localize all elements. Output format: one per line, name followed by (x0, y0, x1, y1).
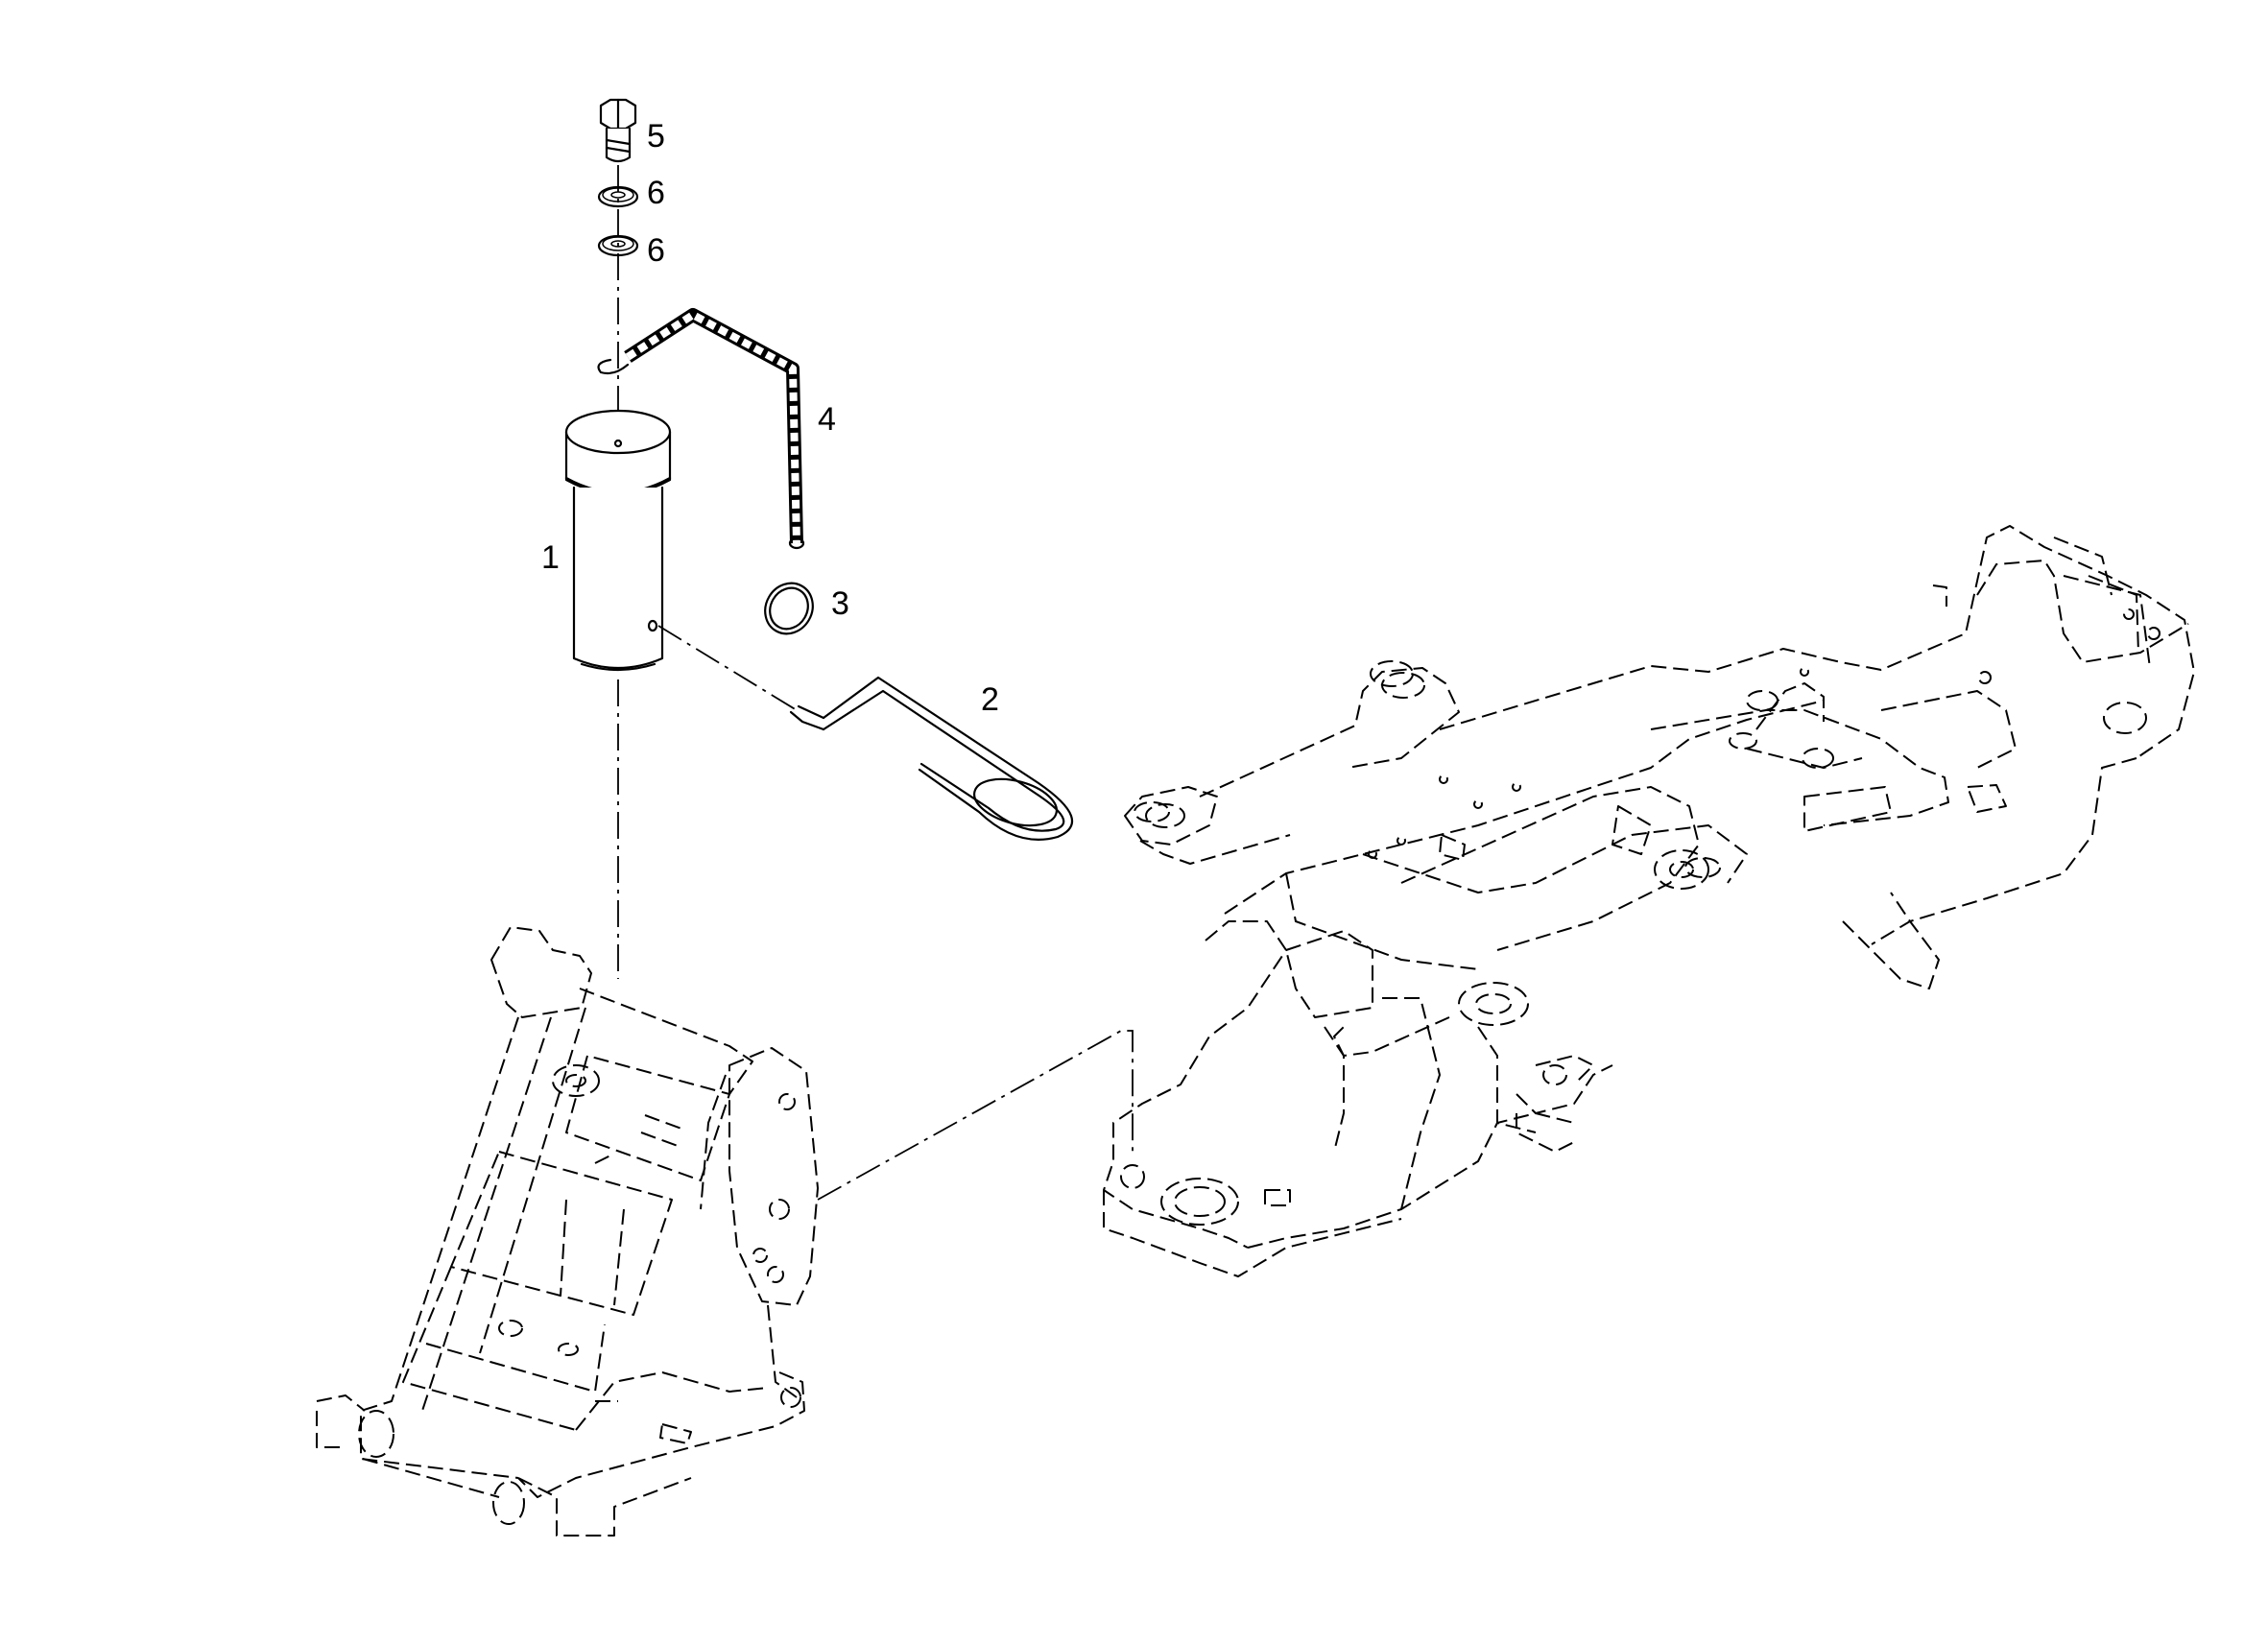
bolt-part (599, 98, 637, 163)
chassis-frame (1103, 525, 2195, 1277)
lynch-pin-part (789, 676, 1074, 841)
part-label-1: 1 (541, 539, 560, 576)
loader-tower-frame (316, 926, 819, 1537)
part-label-3: 3 (831, 585, 849, 622)
chain-part (597, 308, 805, 550)
washer-upper-part (597, 185, 639, 208)
part-label-4: 4 (818, 401, 836, 438)
ring-part (764, 582, 814, 635)
part-label-2: 2 (981, 681, 999, 718)
lynch-pin-centerline (657, 625, 798, 711)
part-label-6-upper: 6 (647, 175, 665, 211)
mount-centerline (817, 1030, 1134, 1201)
part-label-5: 5 (647, 118, 665, 155)
part-label-6-lower: 6 (647, 232, 665, 269)
pin-part (564, 409, 672, 672)
